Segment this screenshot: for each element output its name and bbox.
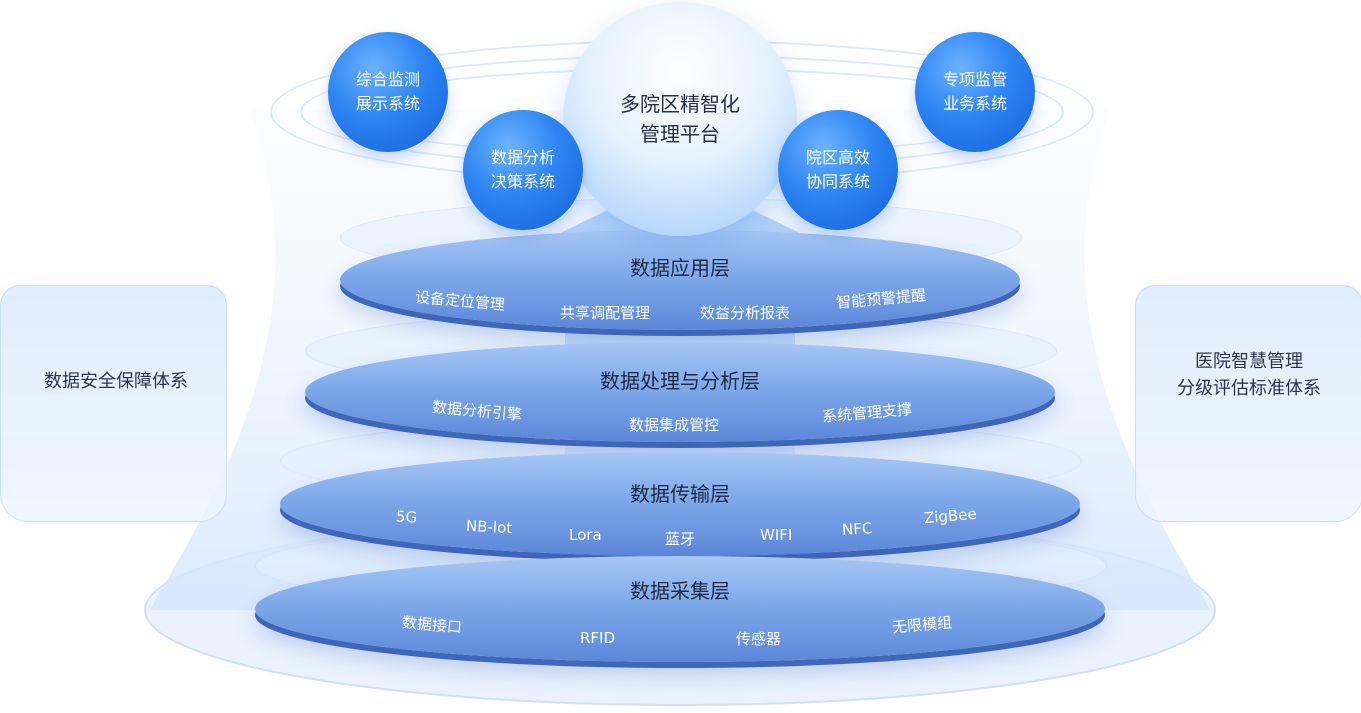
layer-item: 效益分析报表	[700, 304, 791, 322]
platform-title-line2: 管理平台	[640, 122, 720, 146]
system-label-line2: 展示系统	[355, 94, 420, 113]
system-label-line1: 院区高效	[805, 148, 870, 167]
layer-processing	[305, 342, 1055, 442]
right-panel: 医院智慧管理 分级评估标准体系	[1135, 285, 1361, 522]
left-panel-text: 数据安全保障体系	[44, 371, 188, 392]
layer-item: RFID	[580, 629, 616, 647]
platform-title-line1: 多院区精智化	[620, 92, 740, 116]
system-label-line2: 决策系统	[490, 172, 555, 191]
layer-item: 蓝牙	[665, 530, 696, 548]
system-label-line1: 数据分析	[490, 148, 555, 167]
layer-collection	[255, 556, 1105, 662]
layer-application	[340, 230, 1020, 330]
layer-application-title: 数据应用层	[630, 256, 730, 280]
system-label-line2: 业务系统	[942, 94, 1007, 113]
layer-item: NFC	[841, 519, 873, 539]
right-panel-text: 医院智慧管理 分级评估标准体系	[1146, 348, 1352, 402]
system-bubble-collaboration: 院区高效 协同系统	[778, 110, 898, 230]
layer-item: WIFI	[760, 526, 793, 544]
layer-item: Lora	[569, 526, 602, 544]
layer-collection-title: 数据采集层	[630, 579, 730, 603]
system-label-line2: 协同系统	[805, 172, 870, 191]
layer-item: 数据集成管控	[629, 416, 720, 434]
layer-processing-title: 数据处理与分析层	[600, 369, 760, 393]
right-panel-line1: 医院智慧管理	[1195, 351, 1303, 372]
layer-transmission	[280, 452, 1080, 556]
system-label-line1: 专项监管	[942, 70, 1007, 89]
left-panel: 数据安全保障体系	[0, 285, 227, 522]
platform-bubble: 多院区精智化 管理平台	[563, 2, 797, 236]
layer-item: 传感器	[736, 630, 782, 648]
layer-transmission-title: 数据传输层	[630, 482, 730, 506]
system-label-line1: 综合监测	[355, 70, 420, 89]
layer-item: NB-lot	[465, 516, 513, 538]
system-bubble-supervision: 专项监管 业务系统	[915, 32, 1035, 152]
system-bubble-monitoring: 综合监测 展示系统	[328, 32, 448, 152]
right-panel-line2: 分级评估标准体系	[1177, 378, 1321, 399]
system-bubble-analysis: 数据分析 决策系统	[463, 110, 583, 230]
layer-item: 5G	[395, 507, 418, 527]
layer-item: 共享调配管理	[560, 304, 651, 322]
